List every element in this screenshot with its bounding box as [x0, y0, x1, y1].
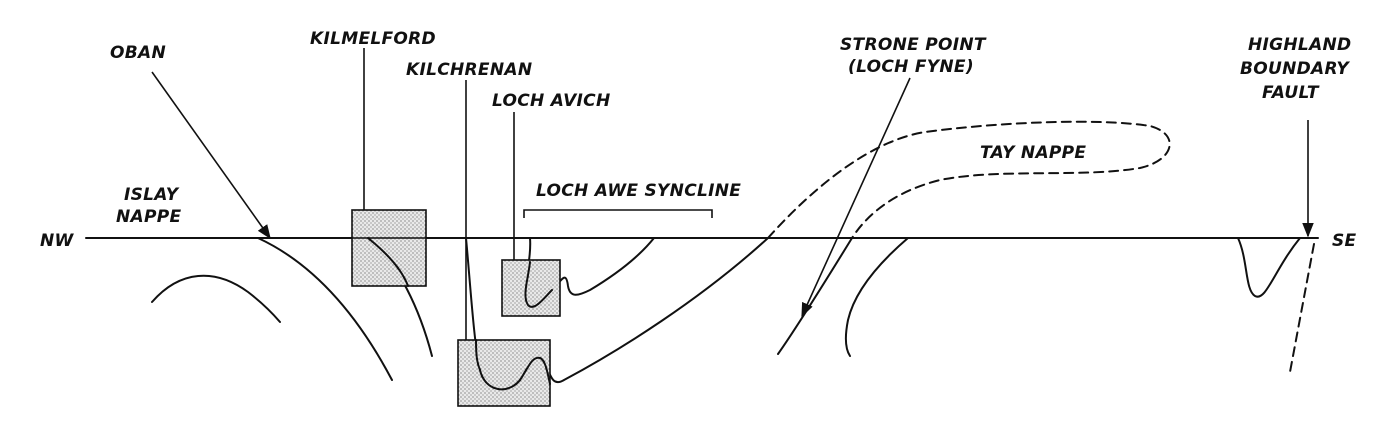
loch-avich-fold-inbox — [524, 261, 553, 308]
label-islay-1: ISLAY — [124, 185, 180, 205]
kilmelford-fold-inbox — [367, 237, 409, 287]
kilchrenan-fold-inbox — [475, 339, 551, 391]
highland-boundary-fault — [1289, 243, 1315, 373]
label-highland-1: HIGHLAND — [1248, 35, 1351, 55]
label-strone-point-1: STRONE POINT — [840, 35, 987, 55]
islay-nappe-fold-outer — [257, 237, 393, 381]
label-tay-nappe: TAY NAPPE — [980, 143, 1086, 163]
tay-nappe-lower-fold — [844, 237, 909, 357]
label-islay-2: NAPPE — [116, 207, 182, 227]
label-loch-avich: LOCH AVICH — [492, 91, 611, 111]
islay-nappe-fold-inner — [151, 274, 281, 323]
label-highland-3: FAULT — [1262, 83, 1320, 103]
strone-fold — [777, 237, 853, 355]
tay-nappe-upper-limb — [767, 120, 1171, 239]
label-strone-point-2: (LOCH FYNE) — [848, 57, 974, 77]
kilchrenan-box — [457, 339, 551, 407]
label-kilchrenan: KILCHRENAN — [406, 60, 532, 80]
label-loch-awe-syncline: LOCH AWE SYNCLINE — [536, 181, 741, 201]
label-se: SE — [1332, 231, 1357, 251]
label-nw: NW — [40, 231, 75, 251]
label-oban: OBAN — [110, 43, 166, 63]
label-highland-2: BOUNDARY — [1240, 59, 1350, 79]
oban-pointer — [151, 71, 271, 240]
label-kilmelford: KILMELFORD — [310, 29, 436, 49]
loch-awe-syncline-bracket — [523, 209, 713, 218]
kilmelford-box — [351, 209, 427, 287]
strone-point-pointer — [801, 77, 911, 318]
highland-syncline — [1237, 237, 1301, 298]
